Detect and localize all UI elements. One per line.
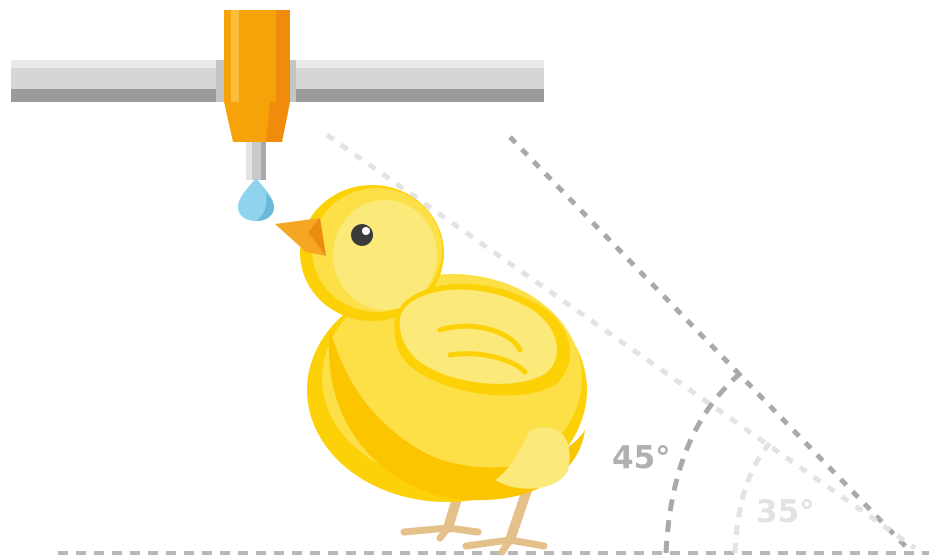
chick-eye [351, 224, 373, 246]
chick-icon [275, 185, 587, 552]
angle-35-label: 35° [756, 494, 815, 530]
nipple-drinker-icon [224, 10, 290, 180]
angle-45-label: 45° [612, 440, 671, 476]
